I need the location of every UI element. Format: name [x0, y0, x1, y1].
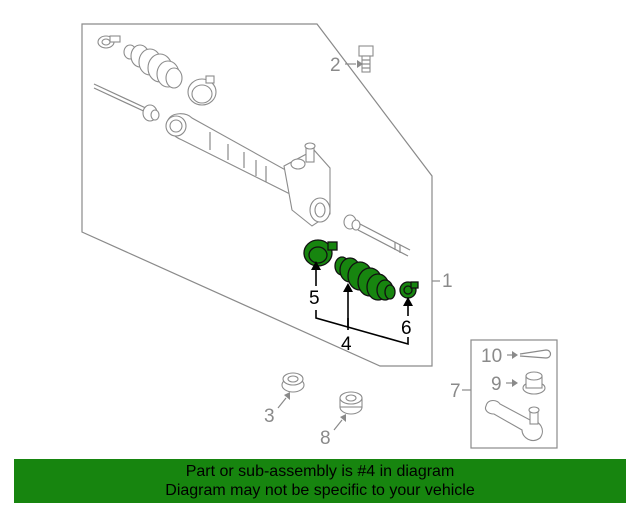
- callout-arrow-2: [357, 60, 363, 68]
- banner-line-2: Diagram may not be specific to your vehi…: [165, 482, 475, 499]
- callout-1: 1: [442, 271, 453, 292]
- callout-arrow-9: [512, 379, 518, 387]
- castle-nut-part-9: [522, 371, 546, 395]
- callout-6: 6: [401, 318, 412, 339]
- nut-part-3: [281, 372, 305, 393]
- callout-9: 9: [491, 374, 502, 395]
- assembly-outline: [81, 23, 433, 367]
- clamp-ring-part-5: [303, 239, 338, 267]
- steering-rack-housing: [165, 113, 331, 227]
- nut-part-8: [339, 391, 363, 415]
- cotter-pin-part-10: [519, 349, 552, 359]
- callout-5: 5: [309, 288, 320, 309]
- callout-arrow-10: [512, 351, 518, 359]
- bolt-part-2: [358, 45, 374, 73]
- tie-rod-upper: [93, 83, 160, 122]
- clamp-small-top: [97, 35, 121, 49]
- clamp-ring-upper: [187, 75, 217, 106]
- boot-upper: [123, 44, 183, 89]
- banner-line-1: Part or sub-assembly is #4 in diagram: [185, 463, 455, 480]
- steering-boot-part-4: [334, 256, 396, 301]
- tie-rod-end: [484, 399, 543, 441]
- tie-rod-lower: [343, 214, 411, 257]
- callout-leaders-highlight: [311, 261, 413, 346]
- callout-8: 8: [320, 428, 331, 449]
- callout-2: 2: [330, 55, 341, 76]
- callout-7: 7: [450, 381, 461, 402]
- subassembly-box-7: [470, 339, 558, 449]
- callout-arrow-3: [284, 392, 290, 400]
- info-banner: Part or sub-assembly is #4 in diagram Di…: [14, 459, 626, 503]
- callout-4: 4: [341, 334, 352, 355]
- callout-10: 10: [481, 346, 502, 367]
- callout-leader-3: [277, 397, 287, 409]
- callout-arrow-8: [340, 414, 346, 422]
- clamp-small-part-6: [399, 281, 419, 299]
- callout-leader-8: [333, 419, 343, 431]
- callout-3: 3: [264, 406, 275, 427]
